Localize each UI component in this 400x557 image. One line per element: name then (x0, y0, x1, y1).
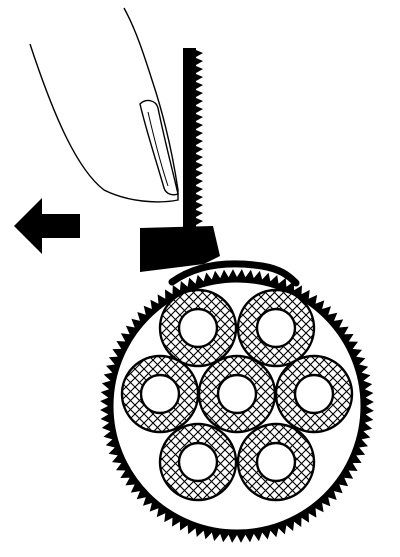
cable-core (293, 373, 335, 415)
cable (236, 288, 316, 368)
fingernail (139, 99, 179, 196)
strap-teeth (196, 50, 203, 225)
locking-head (140, 226, 220, 272)
fingernail-line (147, 111, 169, 187)
cable (197, 354, 277, 434)
cable-core (177, 307, 219, 349)
strap-body (183, 48, 196, 230)
cable (120, 354, 200, 434)
band-tail (168, 260, 300, 287)
finger-icon (29, 7, 179, 203)
cable-bundle (120, 288, 354, 502)
finger-outline (29, 7, 179, 203)
cable-core (177, 441, 219, 483)
cable (158, 288, 238, 368)
left-arrow-icon (14, 198, 80, 254)
strap-free-end (183, 48, 203, 230)
cable-core (255, 441, 297, 483)
cable-core (255, 307, 297, 349)
cable (274, 354, 354, 434)
cable (158, 422, 238, 502)
cable-core (216, 373, 258, 415)
cable-core (139, 373, 181, 415)
cable (236, 422, 316, 502)
